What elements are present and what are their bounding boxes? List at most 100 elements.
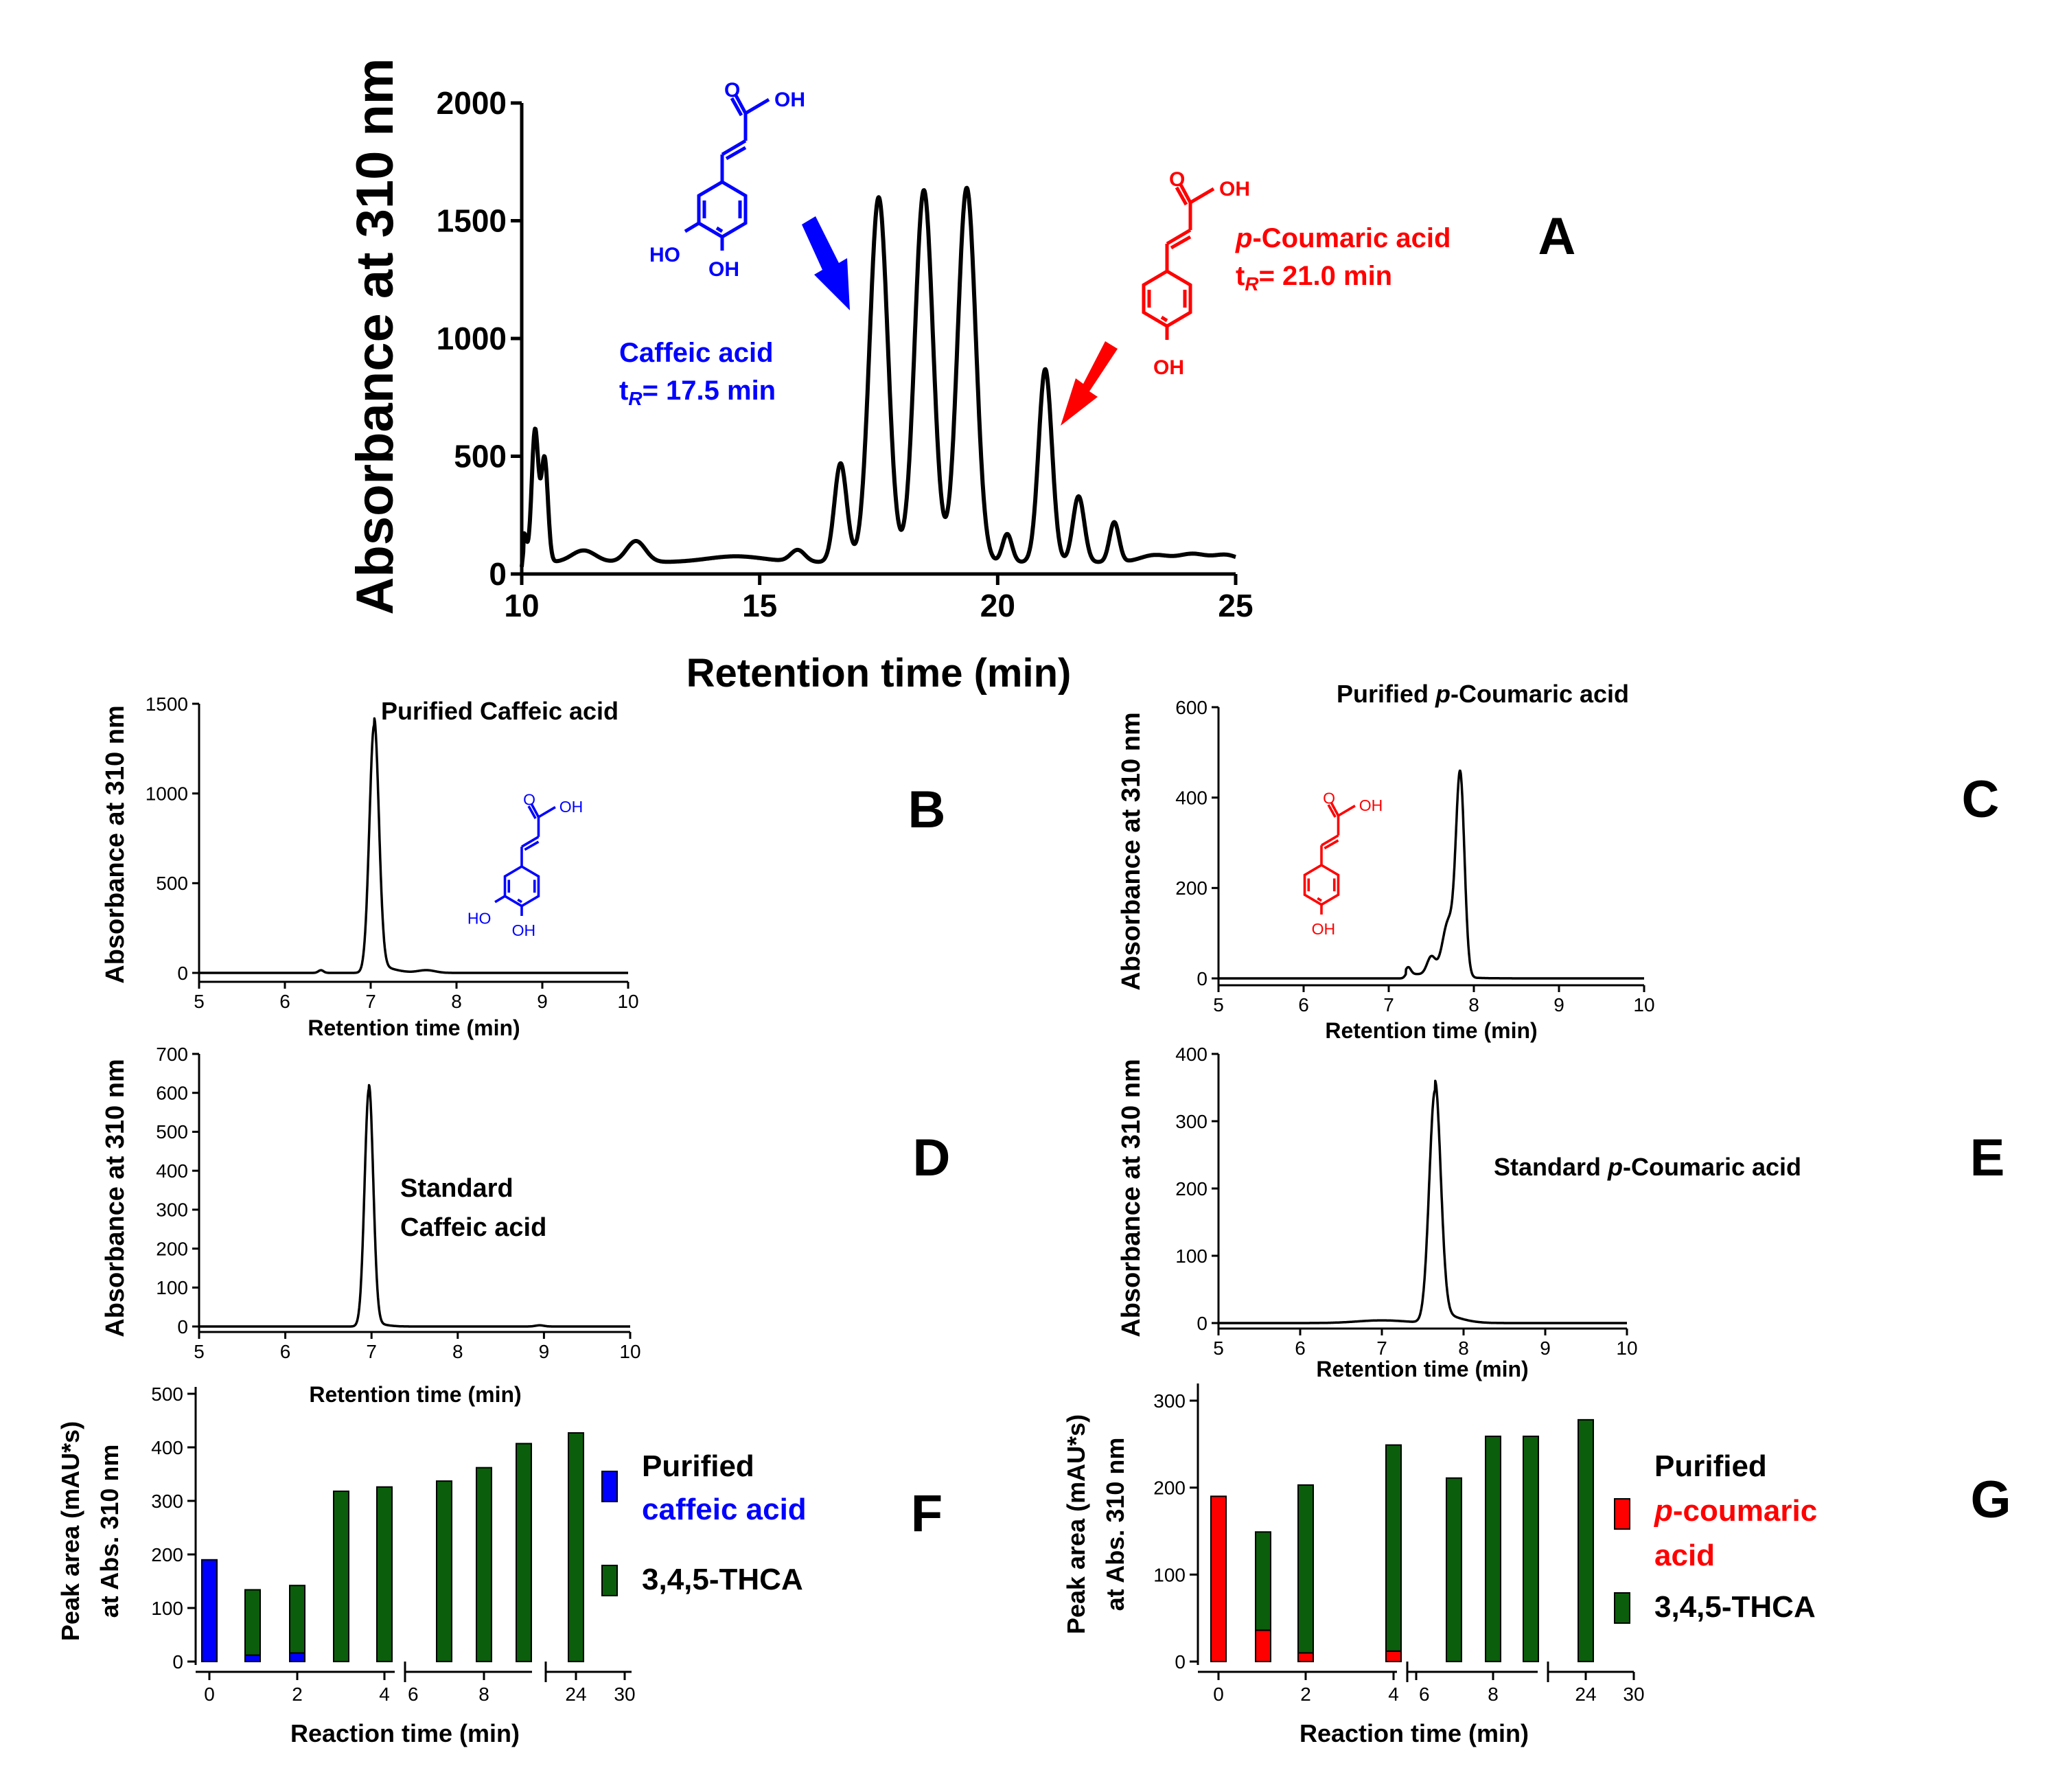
panel-a-x-tick-label-1: 15 [742, 588, 777, 623]
panel-c-x-tick-label-2: 7 [1383, 994, 1394, 1015]
panel-c-title: Purified p-Coumaric acid [1337, 680, 1629, 708]
panel-g-x-tick-label-6: 30 [1623, 1684, 1644, 1705]
panel-f-x-tick-label-2: 4 [379, 1684, 390, 1705]
coumaric-acid-structure: OH O OH [1144, 168, 1250, 379]
panel-c-x-tick-label-4: 9 [1553, 994, 1564, 1015]
panel-g-x-tick-label-5: 24 [1575, 1684, 1596, 1705]
panel-f-bar-8-thca [476, 1467, 492, 1662]
panel-c-struct-o: O [1323, 790, 1335, 807]
panel-b-y-tick-label-2: 1000 [146, 783, 188, 804]
panel-g-y-axis-label-line1: Peak area (mAU*s) [1062, 1414, 1090, 1634]
panel-d-x-tick-label-1: 6 [280, 1341, 291, 1362]
panel-b-x-axis-label: Retention time (min) [308, 1015, 520, 1040]
panel-f-x-tick-label-5: 24 [565, 1684, 586, 1705]
panel-g-legend-thca: 3,4,5-THCA [1654, 1590, 1816, 1624]
panel-f-y-tick-label-3: 300 [151, 1491, 183, 1512]
panel-c-y-axis-label: Absorbance at 310 nm [1117, 712, 1146, 990]
panel-a-x-tick-label-3: 25 [1218, 588, 1253, 623]
panel-f-bar-24-thca [568, 1432, 584, 1662]
panel-f-x-tick-label-6: 30 [614, 1684, 635, 1705]
panel-b-x-tick-label-1: 6 [279, 991, 290, 1012]
panel-d-label: D [913, 1129, 951, 1187]
panel-f-bar-2-thca [289, 1585, 305, 1654]
panel-f-label: F [911, 1484, 943, 1543]
caffeic-retention-time: tR= 17.5 min [619, 376, 776, 409]
panel-g-legend-coumaric-line2: p-coumaric [1654, 1494, 1817, 1528]
panel-f-legend-caffeic-line1: Purified [642, 1449, 754, 1483]
panel-g-label: G [1970, 1471, 2011, 1529]
panel-c-y-tick-label-1: 200 [1175, 877, 1208, 899]
panel-b-x-tick-label-5: 10 [617, 991, 638, 1012]
panel-d-x-tick-label-0: 5 [194, 1341, 205, 1362]
panel-d-y-tick-label-1: 100 [156, 1277, 188, 1298]
panel-g-bar-1-thca [1255, 1531, 1271, 1631]
panel-a-y-axis-label: Absorbance at 310 nm [346, 58, 404, 615]
caffeic-acid-name: Caffeic acid [619, 338, 774, 368]
panel-d-x-axis-label: Retention time (min) [309, 1382, 521, 1407]
panel-f-bar-1-thca [244, 1589, 261, 1656]
panel-c-x-tick-label-5: 10 [1633, 994, 1654, 1015]
panel-g-bar-0-substrate [1210, 1495, 1227, 1662]
panel-e-title: Standard p-Coumaric acid [1494, 1153, 1801, 1181]
panel-e-x-tick-label-1: 6 [1295, 1337, 1306, 1359]
panel-d-y-tick-label-2: 200 [156, 1238, 188, 1259]
panel-a-label: A [1538, 207, 1576, 266]
caffeic-oh-top: OH [774, 89, 805, 111]
panel-d-y-tick-label-5: 500 [156, 1121, 188, 1142]
panel-f-bar-7-thca [436, 1480, 452, 1662]
caffeic-ho: HO [649, 244, 680, 266]
panel-d-x-tick-label-2: 7 [366, 1341, 377, 1362]
panel-g-x-axis-label: Reaction time (min) [1299, 1719, 1529, 1747]
panel-b-struct-oh-bottom: OH [512, 921, 536, 939]
panel-g-legend-swatch-coumaric [1614, 1498, 1630, 1530]
panel-f-bars [201, 1432, 584, 1663]
panel-d-y-tick-label-0: 0 [177, 1316, 188, 1337]
panel-d-x-tick-label-3: 8 [452, 1341, 463, 1362]
panel-b-label: B [908, 781, 946, 839]
panel-g-y-axis-label-line2: at Abs. 310 nm [1101, 1438, 1129, 1611]
panel-b-y-tick-label-3: 1500 [146, 693, 188, 715]
panel-f-x-axis-label: Reaction time (min) [290, 1719, 520, 1747]
caffeic-oh-bottom: OH [708, 258, 739, 281]
panel-e-y-tick-label-4: 400 [1175, 1044, 1208, 1065]
panel-d-x-tick-label-4: 9 [539, 1341, 550, 1362]
panel-f-bar-4-thca [376, 1486, 393, 1662]
panel-f-bar-3-thca [333, 1490, 349, 1662]
panel-d-chromatogram-line [198, 1083, 632, 1328]
panel-a-x-axis-label: Retention time (min) [686, 651, 1072, 696]
panel-e-label: E [1970, 1129, 2005, 1187]
panel-c-y-tick-label-3: 600 [1175, 697, 1208, 718]
panel-f-bar-2-substrate [289, 1652, 305, 1663]
panel-f-y-axis-label-line2: at Abs. 310 nm [95, 1445, 124, 1618]
panel-g-bar-2-thca [1297, 1484, 1314, 1654]
panel-f-y-axis-label-line1: Peak area (mAU*s) [56, 1421, 84, 1641]
panel-c-coumaric-structure: OH O OH [1303, 790, 1383, 938]
panel-c-x-tick-label-0: 5 [1213, 994, 1224, 1015]
panel-f-x-tick-label-1: 2 [292, 1684, 303, 1705]
panel-g-x-tick-label-2: 4 [1388, 1684, 1399, 1705]
panel-d-x-tick-label-5: 10 [619, 1341, 640, 1362]
panel-g-bar-4-thca [1385, 1444, 1402, 1652]
panel-d-x-ticks: 5 6 7 8 9 10 [194, 1332, 641, 1362]
panel-f-y-tick-label-2: 200 [151, 1544, 183, 1565]
panel-g-y-tick-label-3: 300 [1153, 1390, 1186, 1412]
panel-f-y-tick-label-0: 0 [172, 1651, 183, 1673]
panel-c-chromatogram-line [1217, 769, 1645, 980]
panel-b-caffeic-structure: OH O HO OH [467, 791, 583, 939]
panel-d-y-tick-label-6: 600 [156, 1083, 188, 1104]
coumaric-oh-bottom: OH [1153, 356, 1184, 379]
panel-b-struct-o: O [523, 791, 535, 809]
panel-c-y-tick-label-0: 0 [1197, 968, 1208, 989]
panel-e-chromatogram-line [1217, 1079, 1628, 1324]
panel-b-title: Purified Caffeic acid [381, 697, 619, 725]
